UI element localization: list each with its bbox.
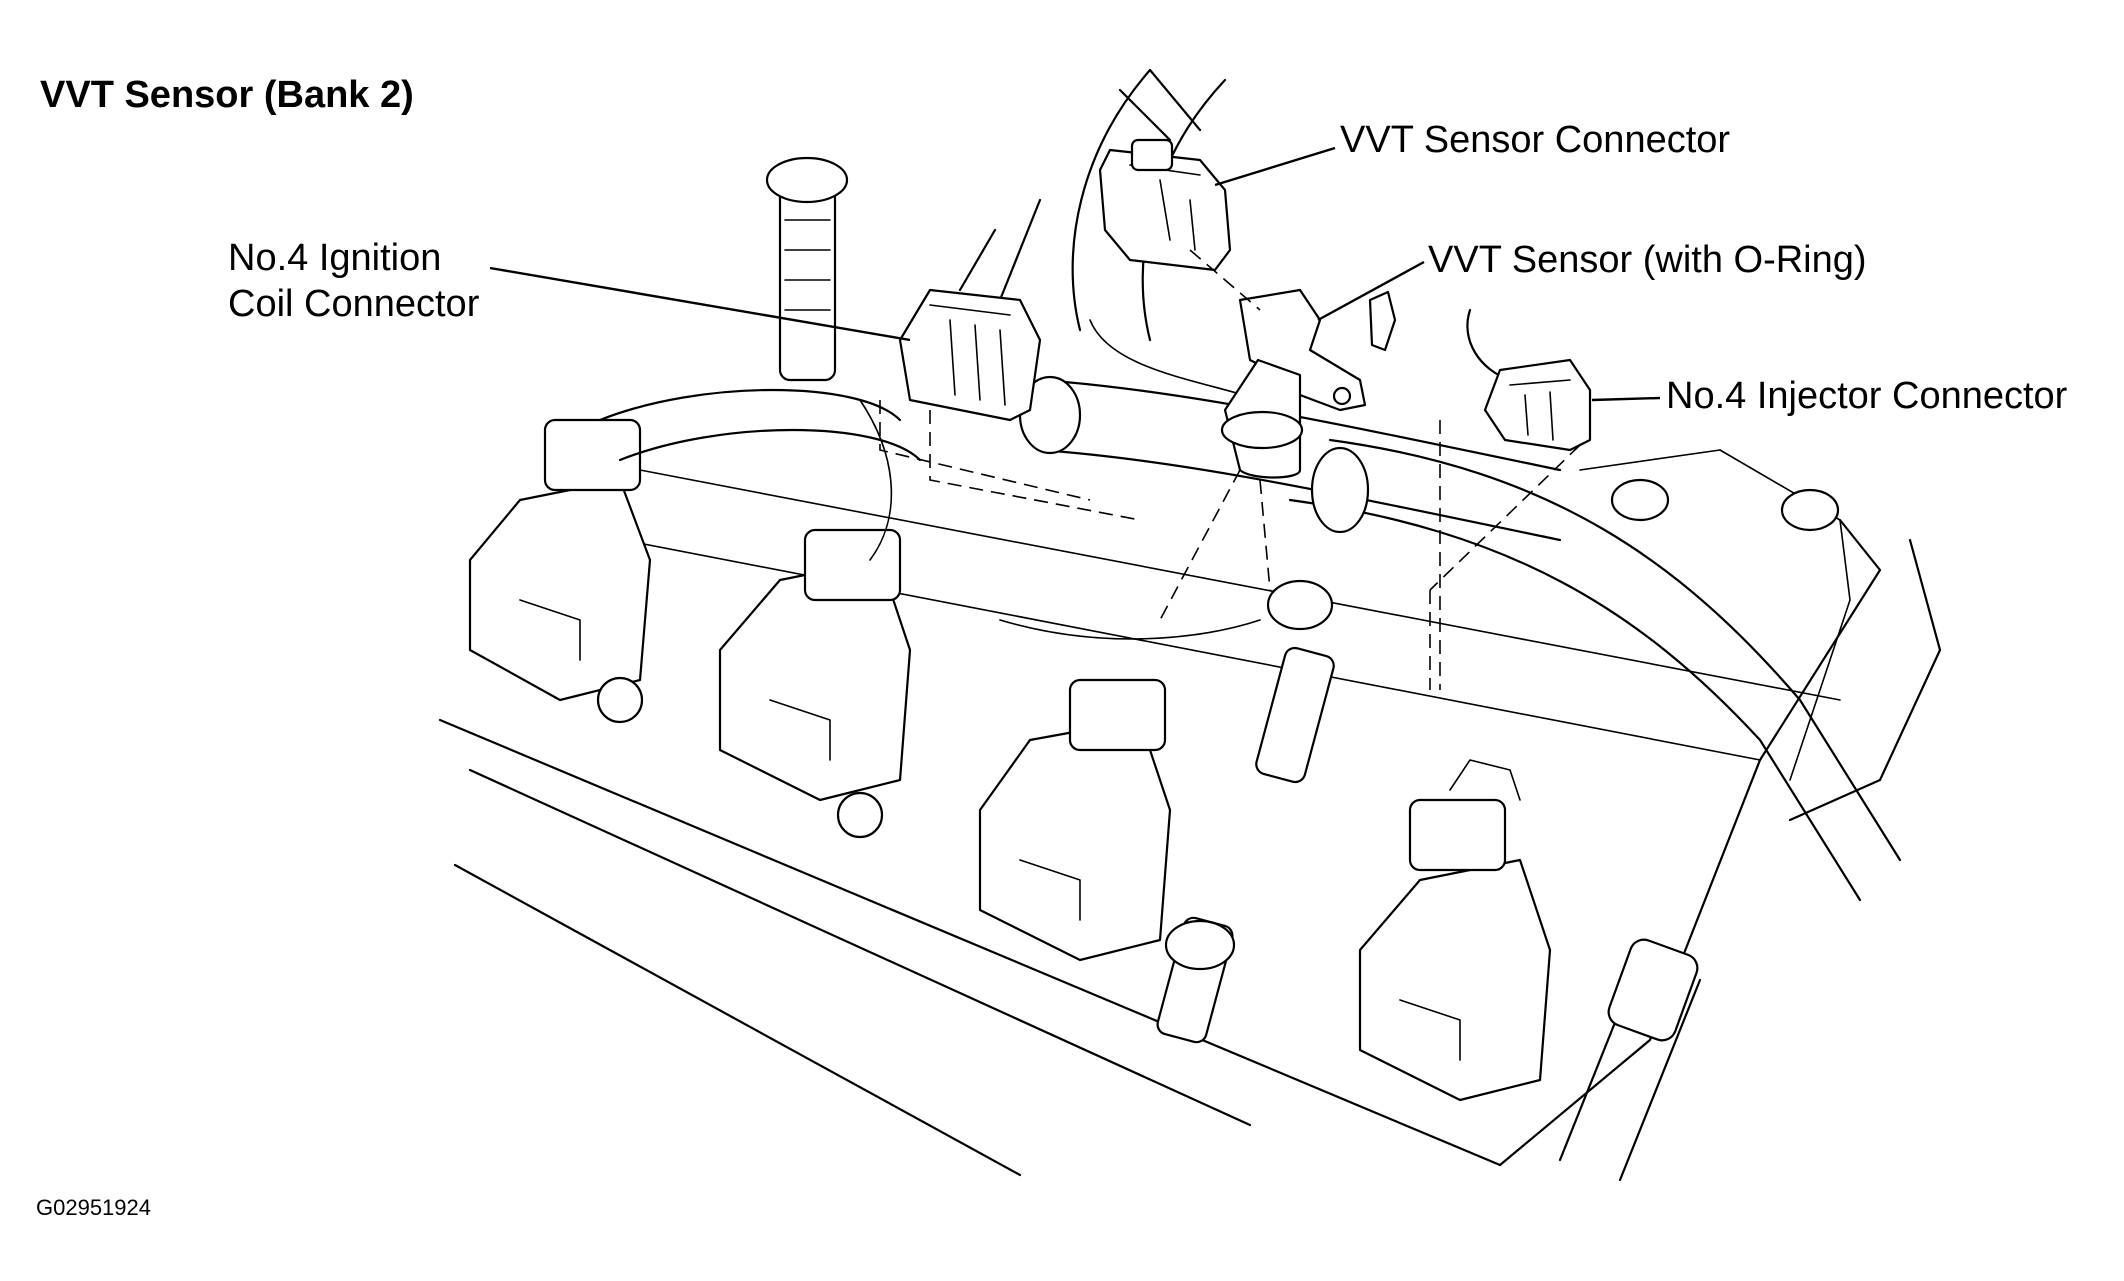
callout-vvt-sensor: VVT Sensor (with O-Ring) xyxy=(1428,239,1867,281)
harness-wiring xyxy=(598,388,1261,640)
vvt-sensor xyxy=(1220,288,1397,479)
vvt-sensor-connector xyxy=(1098,68,1232,272)
ignition-coil-1 xyxy=(468,418,652,724)
injector-lower xyxy=(1156,916,1236,1044)
callout-ignition-coil-connector-line1: No.4 Ignition xyxy=(228,237,442,279)
callout-vvt-sensor-connector: VVT Sensor Connector xyxy=(1340,119,1731,161)
injector-3 xyxy=(1255,579,1335,784)
ignition-coil-2 xyxy=(718,528,912,839)
cylinder-head-outline xyxy=(438,449,1942,1177)
figure-id: G02951924 xyxy=(36,1195,151,1220)
wire-harness-pipe xyxy=(1288,438,1902,1182)
callout-ignition-coil-connector-line2: Coil Connector xyxy=(228,283,480,325)
ignition-coil-connector xyxy=(898,198,1042,422)
callout-injector-connector: No.4 Injector Connector xyxy=(1666,375,2068,417)
background-studs xyxy=(765,156,1840,532)
diagram-title: VVT Sensor (Bank 2) xyxy=(40,74,414,116)
leader-lines xyxy=(489,146,1661,402)
ignition-coil-4 xyxy=(1358,759,1552,1102)
ignition-coil-3 xyxy=(978,678,1172,962)
alignment-dashes xyxy=(879,249,1581,690)
injector-connector xyxy=(1466,308,1592,452)
